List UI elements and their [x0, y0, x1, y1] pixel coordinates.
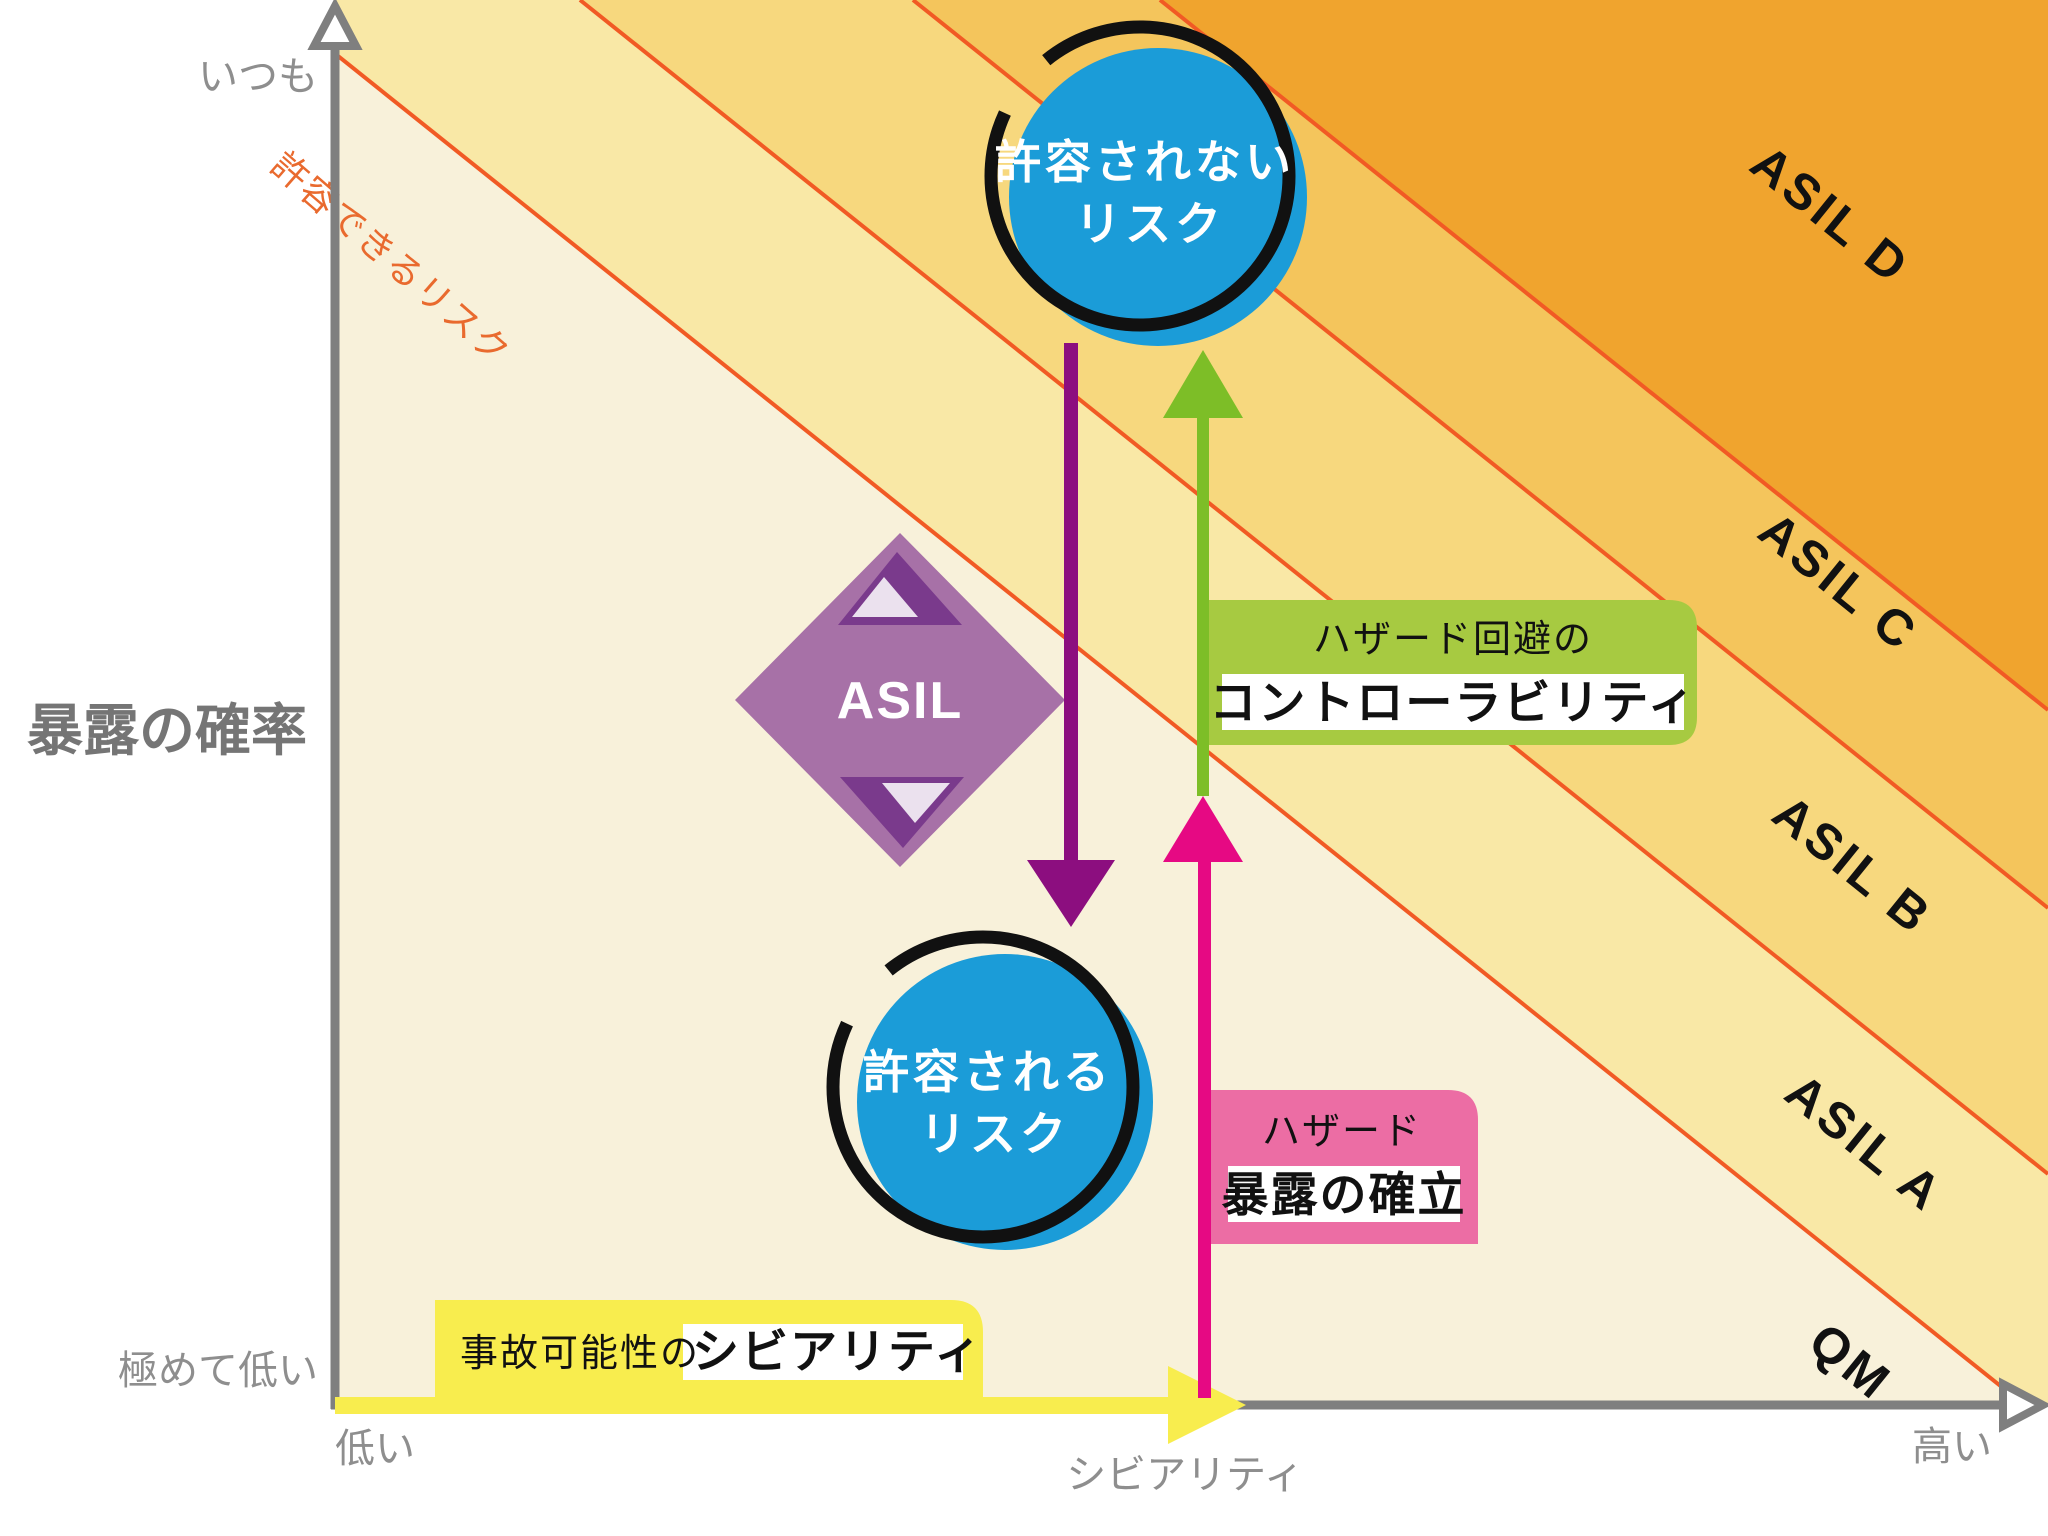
- x-axis-title: シビアリティ: [1066, 1453, 1304, 1497]
- y-axis-bottom-tick-label: 極めて低い: [118, 1349, 318, 1393]
- asil-diamond-shape: [735, 533, 1065, 867]
- asil-diamond-notch-top-icon: [852, 577, 918, 617]
- unacceptable-risk-ring-icon: [984, 20, 1296, 332]
- asil-diamond-notch-bottom-icon: [882, 783, 950, 823]
- asil-diamond: ASIL: [735, 533, 1065, 867]
- green-arrow-head-icon: [1163, 350, 1243, 418]
- controllability-highlight: [1222, 674, 1684, 730]
- boundary-line-c-d: [1158, 0, 2048, 712]
- acceptable-risk-circle: 許容される リスク: [826, 930, 1153, 1250]
- exposure-line2: 暴露の確立: [1222, 1168, 1467, 1221]
- asil-diamond-label: ASIL: [837, 672, 963, 730]
- acceptable-risk-ring-icon: [826, 930, 1140, 1244]
- severity-box-text-normal: 事故可能性の: [460, 1333, 700, 1375]
- exposure-line1: ハザード: [1262, 1111, 1422, 1153]
- acceptable-risk-line2: リスク: [920, 1108, 1070, 1160]
- boundary-line-qm-a: [335, 51, 2028, 1405]
- unacceptable-risk-circle: 許容されない リスク: [984, 20, 1307, 346]
- acceptable-risk-line1: 許容される: [863, 1046, 1113, 1098]
- green-arrow-shaft: [1197, 418, 1209, 796]
- x-axis-left-tick-label: 低い: [335, 1427, 415, 1471]
- severity-box-highlight: [683, 1324, 963, 1380]
- severity-callout: 事故可能性の シビアリティ: [335, 1300, 1246, 1444]
- unacceptable-risk-line2: リスク: [1075, 198, 1225, 250]
- exposure-callout: ハザード 暴露の確立: [1163, 796, 1478, 1398]
- y-axis-top-tick-label: いつも: [198, 55, 318, 99]
- y-axis-title: 暴露の確率: [27, 699, 307, 762]
- asil-determination-arrow: [1027, 343, 1115, 927]
- unacceptable-risk-fill: [1009, 48, 1307, 346]
- purple-arrow-head-icon: [1027, 860, 1115, 927]
- controllability-line2: コントローラビリティ: [1209, 676, 1696, 729]
- pink-arrow-shaft: [1198, 860, 1211, 1398]
- acceptable-risk-fill: [857, 954, 1153, 1250]
- x-axis-right-tick-label: 高い: [1912, 1425, 1992, 1469]
- boundary-line-a-b: [578, 0, 2048, 1176]
- y-axis-arrow-icon: [307, 0, 363, 50]
- purple-arrow-shaft: [1064, 343, 1078, 862]
- x-axis-arrow-icon: [1999, 1377, 2048, 1433]
- exposure-highlight: [1228, 1166, 1460, 1222]
- controllability-callout: ハザード回避の コントローラビリティ: [1163, 350, 1697, 796]
- unacceptable-risk-line1: 許容されない: [995, 136, 1295, 188]
- severity-box-text-bold: シビアリティ: [692, 1325, 983, 1378]
- pink-arrow-head-icon: [1163, 796, 1243, 862]
- severity-arrow-shaft: [335, 1397, 1168, 1414]
- controllability-line1: ハザード回避の: [1313, 619, 1593, 661]
- severity-arrow-head-icon: [1168, 1366, 1246, 1444]
